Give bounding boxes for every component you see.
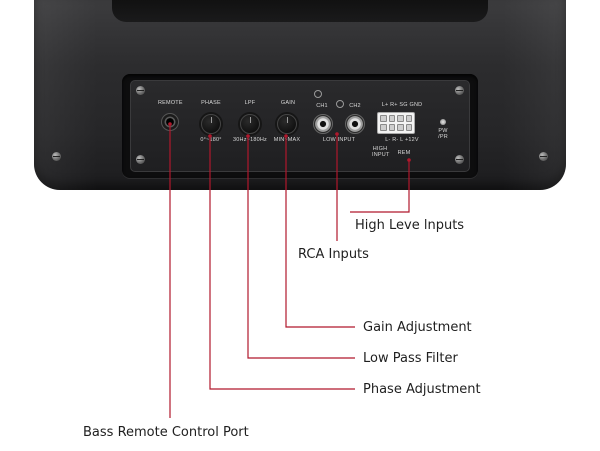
gain-leader-line <box>285 136 355 328</box>
ch1-label: CH1 <box>316 103 328 109</box>
lpf-range-label: 30Hz~180Hz <box>233 137 267 143</box>
remote-label: REMOTE <box>158 100 183 106</box>
screw-icon <box>539 152 548 161</box>
phase-leader-dot <box>208 134 212 138</box>
phase-label: PHASE <box>201 100 221 106</box>
screw-icon <box>455 155 464 164</box>
lpf-leader-line <box>247 136 355 359</box>
rem-label: REM <box>397 150 411 156</box>
gain-knob[interactable] <box>277 114 297 134</box>
phase-knob[interactable] <box>201 114 221 134</box>
ground-icon <box>314 90 322 98</box>
remote-leader-dot <box>168 122 172 126</box>
rca-inputs-callout: RCA Inputs <box>298 247 369 262</box>
screw-icon <box>455 86 464 95</box>
power-led-icon <box>440 119 446 125</box>
high-level-inputs-callout: High Leve lnputs <box>355 218 465 233</box>
gain-adjustment-callout: Gain Adjustment <box>363 320 472 335</box>
screw-icon <box>136 155 145 164</box>
gain-label: GAIN <box>280 100 296 106</box>
high-input-top-label: L+ R+ SG GND <box>381 102 423 108</box>
phase-range-label: 0°~180° <box>200 137 222 143</box>
lpf-leader-dot <box>246 134 250 138</box>
ch2-label: CH2 <box>349 103 361 109</box>
gain-leader-dot <box>284 134 288 138</box>
housing-top-ridge <box>112 0 488 22</box>
lpf-label: LPF <box>244 100 256 106</box>
high-level-leader-dot <box>407 158 411 162</box>
phase-adjustment-callout: Phase Adjustment <box>363 382 481 397</box>
high-input-label: HIGH INPUT <box>372 146 390 159</box>
lpf-knob[interactable] <box>240 114 260 134</box>
rca-ch2-jack[interactable] <box>345 114 365 134</box>
low-input-label: LOW INPUT <box>322 137 356 143</box>
phase-leader-line <box>209 136 355 390</box>
low-pass-filter-callout: Low Pass Filter <box>363 351 458 366</box>
pw-pr-label: PW /PR <box>438 128 448 141</box>
high-level-leader-line <box>350 160 410 213</box>
screw-icon <box>136 86 145 95</box>
ground-icon <box>336 100 344 108</box>
gain-range-label: MIN~MAX <box>273 137 301 143</box>
screw-icon <box>52 152 61 161</box>
rca-ch1-jack[interactable] <box>313 114 333 134</box>
high-level-input-connector[interactable] <box>377 112 415 134</box>
bass-remote-port-callout: Bass Remote Control Port <box>83 425 249 440</box>
high-input-bottom-label: L- R- L +12V <box>385 137 419 143</box>
rca-leader-dot <box>335 132 339 136</box>
